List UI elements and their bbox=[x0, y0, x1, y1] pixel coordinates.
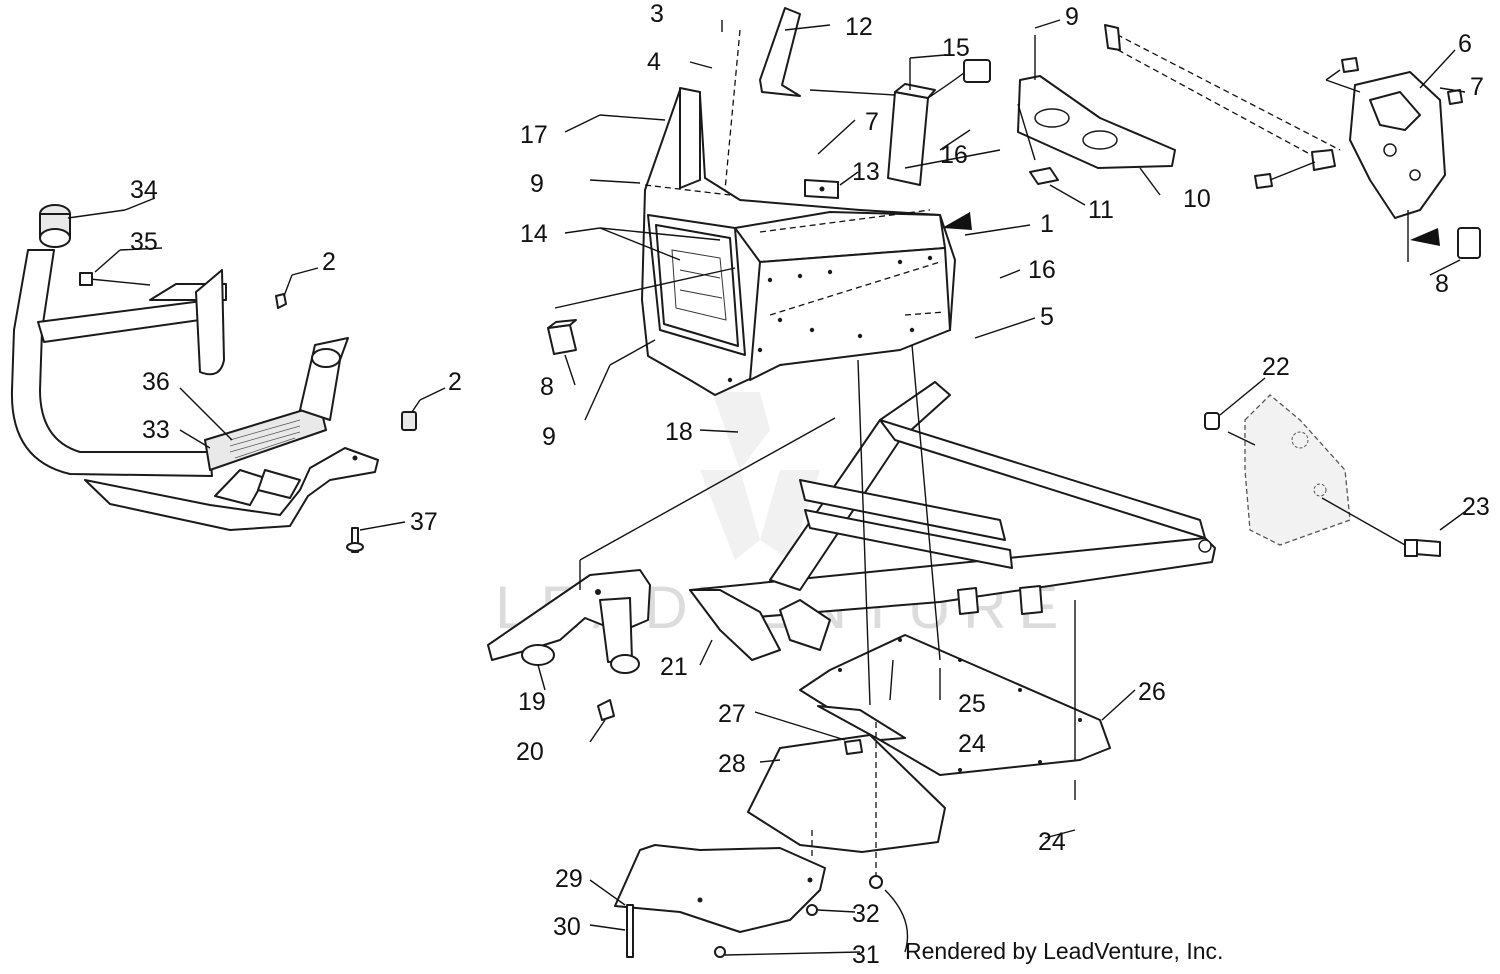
dashed-guides bbox=[644, 29, 946, 876]
callout-37: 37 bbox=[410, 508, 438, 536]
callout-31: 31 bbox=[852, 941, 880, 969]
mounting-bracket-right bbox=[1017, 75, 1176, 185]
front-bumper-assembly bbox=[10, 204, 379, 531]
callout-19: 19 bbox=[518, 688, 546, 716]
callout-12: 12 bbox=[845, 13, 873, 41]
callout-14: 14 bbox=[520, 220, 548, 248]
callout-8: 8 bbox=[540, 373, 554, 401]
callout-18: 18 bbox=[665, 418, 693, 446]
callout-7: 7 bbox=[865, 108, 879, 136]
main-chassis-frame bbox=[689, 381, 1441, 776]
hardware-left bbox=[79, 272, 417, 553]
callout-11: 11 bbox=[1088, 196, 1114, 224]
callout-22: 22 bbox=[1262, 353, 1290, 381]
callout-7: 7 bbox=[1470, 73, 1484, 101]
callout-labels: 1 2 2 3 4 5 6 7 7 8 8 9 9 9 10 11 12 13 … bbox=[130, 0, 1490, 969]
callout-27: 27 bbox=[718, 700, 746, 728]
callout-29: 29 bbox=[555, 865, 583, 893]
front-bulkhead-assembly bbox=[547, 7, 991, 396]
direction-arrow bbox=[942, 212, 972, 230]
callout-34: 34 bbox=[130, 176, 158, 204]
callout-32: 32 bbox=[852, 900, 880, 928]
leader-lines bbox=[67, 19, 1471, 956]
callout-5: 5 bbox=[1040, 303, 1054, 331]
callout-13: 13 bbox=[852, 158, 880, 186]
callout-28: 28 bbox=[718, 750, 746, 778]
callout-6: 6 bbox=[1458, 30, 1472, 58]
callout-24: 24 bbox=[958, 730, 986, 758]
callout-2: 2 bbox=[322, 248, 336, 276]
callout-33: 33 bbox=[142, 416, 170, 444]
callout-25: 25 bbox=[958, 690, 986, 718]
front-suspension-bracket bbox=[487, 569, 651, 721]
callout-2: 2 bbox=[448, 368, 462, 396]
callout-16: 16 bbox=[940, 141, 968, 169]
callout-9: 9 bbox=[530, 170, 544, 198]
steering-bracket bbox=[1104, 24, 1481, 259]
callout-17: 17 bbox=[520, 121, 548, 149]
callout-4: 4 bbox=[647, 48, 661, 76]
callout-9: 9 bbox=[1065, 3, 1079, 31]
callout-3: 3 bbox=[650, 0, 664, 28]
callout-30: 30 bbox=[553, 913, 581, 941]
skid-plates bbox=[614, 705, 946, 958]
callout-1: 1 bbox=[1040, 210, 1054, 238]
callout-20: 20 bbox=[516, 738, 544, 766]
callout-16: 16 bbox=[1028, 256, 1056, 284]
callout-21: 21 bbox=[660, 653, 688, 681]
callout-35: 35 bbox=[130, 228, 158, 256]
callout-8: 8 bbox=[1435, 270, 1449, 298]
callout-23: 23 bbox=[1462, 493, 1490, 521]
render-credit: Rendered by LeadVenture, Inc. bbox=[905, 938, 1224, 964]
callout-15: 15 bbox=[942, 34, 970, 62]
callout-9: 9 bbox=[542, 423, 556, 451]
callout-26: 26 bbox=[1138, 678, 1166, 706]
callout-36: 36 bbox=[142, 368, 170, 396]
callout-10: 10 bbox=[1183, 185, 1211, 213]
callout-24: 24 bbox=[1038, 828, 1066, 856]
